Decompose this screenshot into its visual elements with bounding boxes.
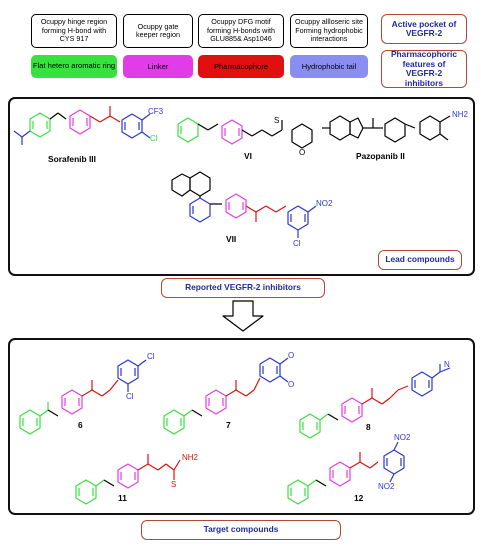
sorafenib-label: Sorafenib III: [48, 154, 96, 164]
vii-label: VII: [226, 234, 237, 244]
target-7-o1: O: [288, 351, 295, 360]
target-12-no2-top: NO2: [394, 433, 411, 442]
target-11-nh2-label: NH2: [182, 453, 199, 462]
target-7-drawing: [163, 357, 289, 435]
descriptor-dfg-motif: Ocuppy DFG motif forming H-bonds with GL…: [198, 14, 284, 48]
pazopanib-pyrimidine: [384, 117, 406, 143]
feature-flat-hetero-ring: Flat hetero aromatic ring: [31, 55, 117, 78]
sorafenib-cl-label: Cl: [150, 134, 158, 143]
target-8-n-label: N: [444, 360, 450, 369]
active-pocket-label: Active pocket of VEGFR-2: [381, 14, 467, 44]
vi-linker-ring: [221, 119, 243, 145]
target-8-label: 8: [366, 422, 371, 432]
pazopanib-nh2-label: NH2: [452, 110, 469, 119]
feature-linker: Linker: [123, 55, 193, 78]
vii-pyrimidine-ring: [189, 197, 211, 223]
vii-thienopyrimidine: [171, 171, 211, 197]
pazopanib-phenyl: [419, 115, 451, 141]
reported-inhibitors-label: Reported VEGFR-2 inhibitors: [161, 278, 325, 298]
descriptor-allosteric-site: Ocuppy allloseric site Forming hydrophob…: [290, 14, 368, 48]
lead-compounds-label: Lead compounds: [378, 250, 462, 270]
target-11-drawing: [75, 454, 181, 505]
feature-hydrophobic-tail: Hydrophobic tail: [290, 55, 368, 78]
pazopanib-indazole: [322, 115, 364, 141]
vi-morpholine-o-label: O: [299, 148, 306, 157]
pharmacophoric-features-label: Pharmacophoric features of VEGFR-2 inhib…: [381, 49, 467, 88]
target-6-label: 6: [78, 420, 83, 430]
sorafenib-cf3-label: CF3: [148, 107, 164, 116]
target-11-s-label: S: [171, 480, 177, 489]
target-7-label: 7: [226, 420, 231, 430]
vii-cl-label: Cl: [293, 239, 301, 248]
vi-s-label: S: [274, 116, 280, 125]
target-6-drawing: [19, 359, 147, 435]
vi-morpholine-ring: [291, 123, 313, 149]
target-7-o2: O: [288, 380, 295, 389]
vii-no2-label: NO2: [316, 199, 333, 208]
target-12-no2-bottom: NO2: [378, 482, 395, 491]
target-12-label: 12: [354, 493, 364, 503]
vii-hydrazide: [245, 205, 287, 222]
sorafenib-linker-ring: [69, 109, 91, 135]
vii-tail-ring: [287, 205, 317, 238]
feature-pharmacophore: Pharmacophore: [198, 55, 284, 78]
vi-label: VI: [244, 151, 252, 161]
target-compounds-label: Target compounds: [141, 520, 341, 540]
sorafenib-tail-ring: [121, 113, 151, 139]
vii-linker-ring: [225, 193, 247, 219]
target-compounds-panel: [8, 338, 475, 515]
sorafenib-hetero-ring: [29, 112, 51, 138]
target-11-label: 11: [118, 493, 127, 503]
target-8-drawing: [299, 364, 451, 439]
lead-compounds-panel: [8, 97, 475, 276]
sorafenib-urea: [89, 106, 121, 123]
vi-hetero-ring: [177, 117, 199, 143]
target-6-cl-top: Cl: [147, 352, 155, 361]
descriptor-hinge-region: Ocuppy hinge region forming H-bond with …: [31, 14, 117, 48]
target-12-drawing: [287, 441, 405, 505]
descriptor-gatekeeper: Ocuppy gate keeper region: [123, 14, 193, 48]
pazopanib-label: Pazopanib II: [356, 151, 405, 161]
flow-arrow: [222, 300, 264, 332]
target-6-cl-bottom: Cl: [126, 392, 134, 401]
